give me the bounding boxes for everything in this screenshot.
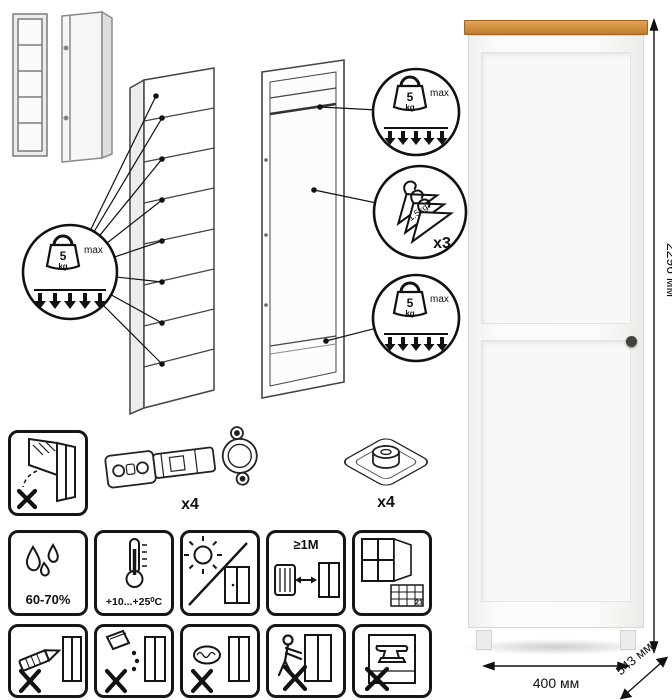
sharp-tools-warning-icon [8, 624, 88, 698]
wardrobe-top-load-badge: 5 kg max [371, 67, 461, 157]
door-lower-panel [481, 340, 631, 602]
wardrobe-top [464, 20, 648, 35]
adjustable-foot-icon [343, 438, 429, 486]
hinge-icon [104, 426, 258, 489]
heavy-load-warning-icon [352, 624, 432, 698]
cabinet-icon [144, 636, 166, 682]
heater-and-cabinet-icon [274, 562, 340, 598]
hinge-count-label: x4 [181, 496, 199, 513]
sponge-icon [193, 645, 221, 665]
kettlebell-icon: 5 kg max [45, 234, 103, 271]
heat-distance-icon: ≥1М [266, 530, 346, 616]
do-not-push-warning-icon [266, 624, 346, 698]
door-knob [626, 336, 637, 347]
hanger-icon [410, 198, 455, 245]
load-value: 5 [407, 296, 414, 310]
person-icon [277, 634, 303, 677]
pouring-glass-icon [105, 629, 131, 651]
temperature-range-label: +10...+25⁰C [105, 596, 163, 608]
load-unit: kg [405, 103, 414, 112]
water-drops-icon [25, 542, 59, 577]
load-value: 5 [407, 90, 414, 104]
drops-icon [131, 650, 140, 672]
width-dimension-label: 400 мм [533, 675, 580, 691]
cabinet-icon [228, 636, 250, 682]
utility-knife-icon [18, 649, 62, 672]
kettlebell-icon: 5 kg max [392, 75, 449, 112]
wardrobe-body [468, 35, 644, 628]
shelf-load-badge: 5 kg max [21, 223, 119, 321]
humidity-range-label: 60-70% [25, 592, 71, 607]
wardrobe-render [460, 20, 652, 655]
ventilation-icon: 21 [352, 530, 432, 616]
thermometer-icon [125, 538, 147, 588]
load-unit: kg [58, 262, 67, 271]
shelf-unit-diagram: 5 kg max [21, 67, 215, 416]
anvil-icon [375, 645, 409, 663]
height-dimension-label: 2296 мм [664, 243, 672, 297]
min-distance-label: ≥1М [293, 537, 319, 552]
wardrobe-leader-dots [311, 104, 329, 344]
cabinet-icon [304, 634, 332, 682]
cabinet-icon [62, 636, 82, 682]
door-handling-warning-icon [8, 430, 88, 516]
abrasive-warning-icon [180, 624, 260, 698]
door-upper-panel [481, 52, 631, 324]
wardrobe-unit-diagram: 5 kg max [261, 59, 468, 399]
down-arrows-icon [34, 293, 106, 309]
window-icon: 21 [361, 537, 424, 607]
hanger-load-badge: 1.5kg x3 [372, 164, 468, 260]
hanger-count-label: x3 [433, 235, 451, 252]
sun-and-cabinet-icon [184, 536, 250, 606]
shelf-cabinet-drawing [129, 67, 215, 416]
down-arrows-icon [384, 131, 448, 145]
depth-dimension-label: 543 мм [613, 639, 656, 678]
load-max-label: max [430, 294, 449, 305]
mini-cabinet-angled [61, 10, 113, 163]
wardrobe-foot-right [620, 630, 636, 650]
kettlebell-icon: 5 kg max [392, 281, 449, 318]
dimension-annotations: 2296 мм 400 мм 543 мм [481, 17, 672, 700]
sunlight-warning-icon [180, 530, 260, 616]
ventilation-number-label: 21 [415, 598, 423, 607]
temperature-icon: +10...+25⁰C [94, 530, 174, 616]
load-value: 5 [60, 249, 67, 263]
mini-cabinet-closed [12, 13, 48, 157]
humidity-icon: 60-70% [8, 530, 88, 616]
load-max-label: max [84, 245, 103, 256]
load-max-label: max [430, 88, 449, 99]
wardrobe-foot-left [476, 630, 492, 650]
liquid-spill-warning-icon [94, 624, 174, 698]
wardrobe-cabinet-drawing [261, 59, 345, 399]
wardrobe-bottom-load-badge: 5 kg max [371, 273, 461, 363]
foot-count-label: x4 [377, 494, 395, 511]
mini-cabinet-views [12, 10, 113, 163]
down-arrows-icon [384, 337, 448, 351]
load-unit: kg [405, 309, 414, 318]
shelf-leader-dots [153, 93, 165, 367]
wardrobe-shadow [460, 639, 652, 655]
